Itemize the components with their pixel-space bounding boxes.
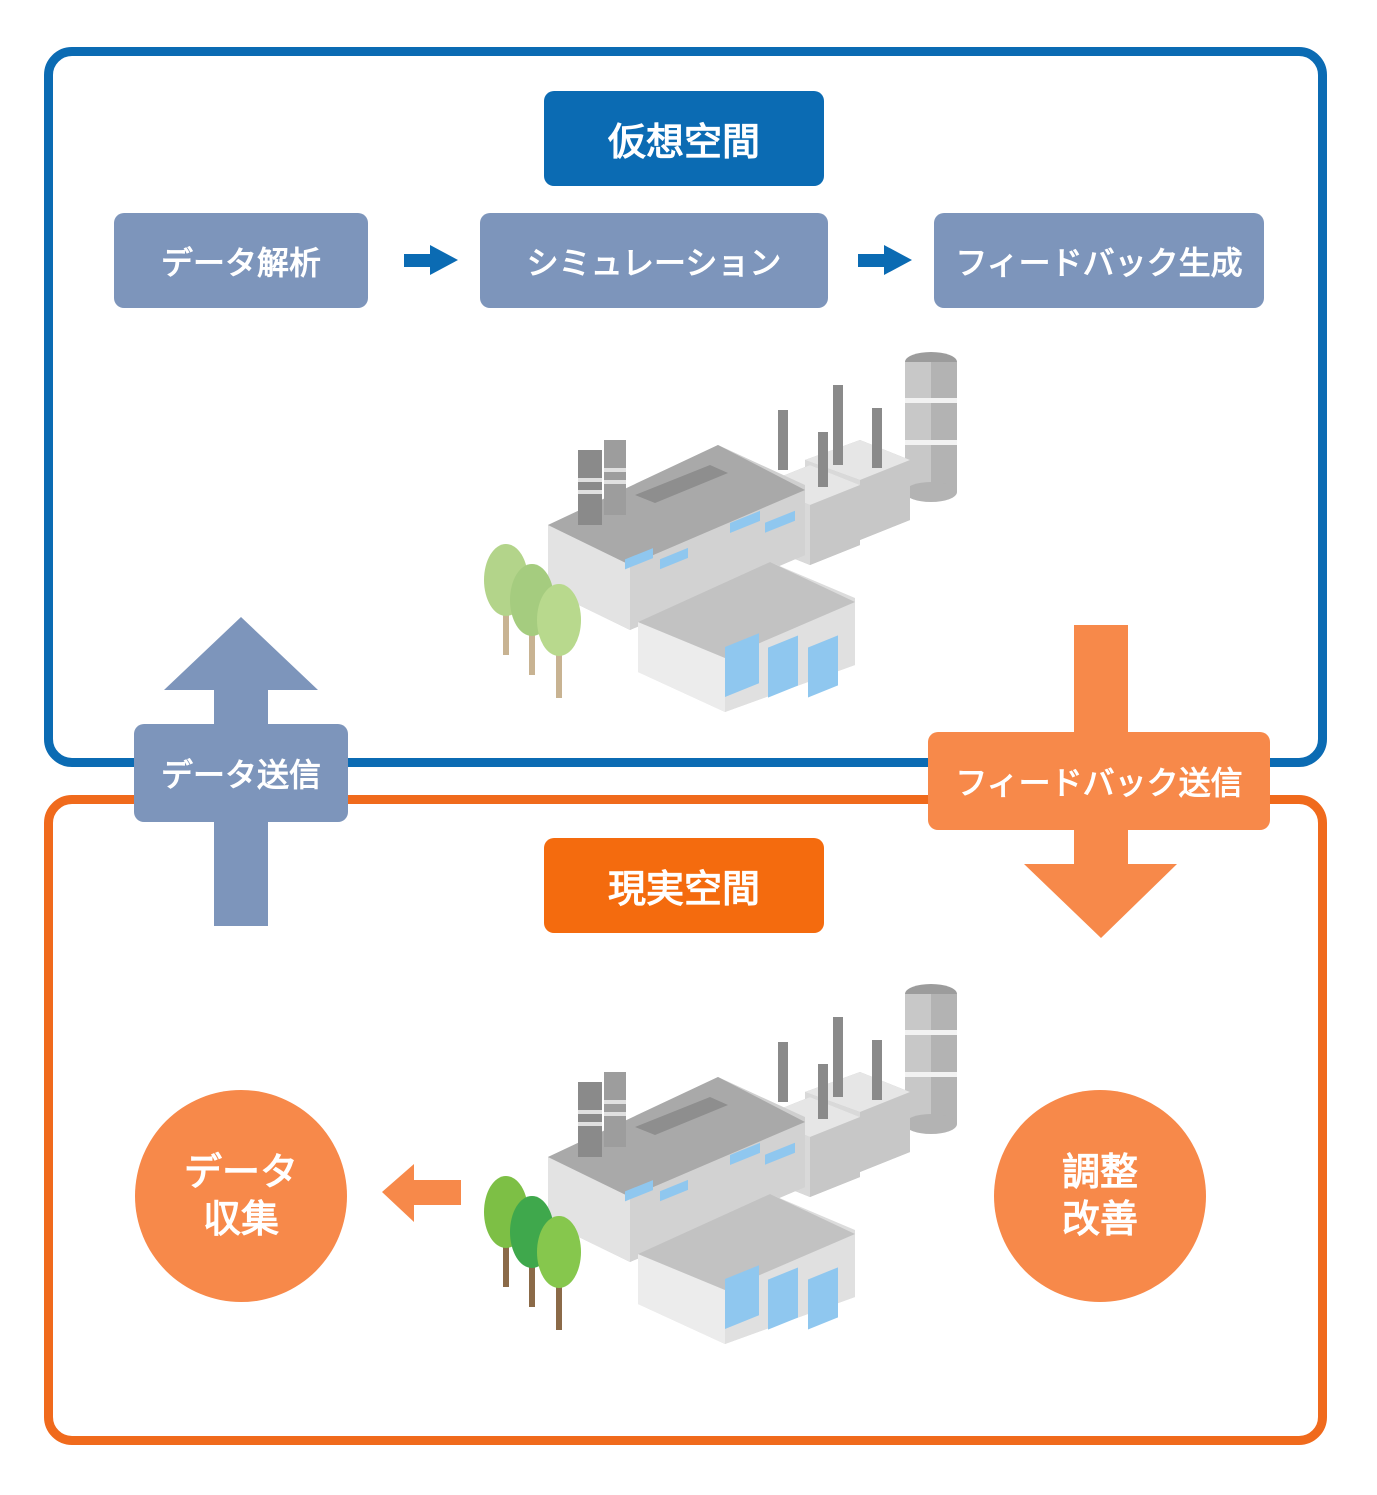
data-collection-line1: データ [183,1149,298,1194]
virtual-space-title: 仮想空間 [544,91,824,186]
adjust-improve-line1: 調整 [1061,1149,1138,1194]
virtual-space-frame [44,47,1327,767]
step-feedback-generation: フィードバック生成 [934,213,1264,308]
real-space-title: 現実空間 [544,838,824,933]
arrow-right-icon [858,245,912,275]
adjust-improve-circle: 調整 改善 [994,1090,1206,1302]
factory-icon [484,352,957,712]
tree-icon [537,1216,581,1330]
data-collection-line2: 収集 [202,1197,279,1241]
step-simulation: シミュレーション [480,213,828,308]
factory-icon [484,984,957,1344]
arrow-right-icon [404,245,458,275]
step-data-analysis: データ解析 [114,213,368,308]
tree-icon [537,584,581,698]
adjust-improve-line2: 改善 [1061,1197,1138,1241]
real-space-frame [44,795,1327,1445]
data-collection-circle: データ 収集 [135,1090,347,1302]
send-feedback-label: フィードバック送信 [928,732,1270,830]
send-data-label: データ送信 [134,724,348,822]
